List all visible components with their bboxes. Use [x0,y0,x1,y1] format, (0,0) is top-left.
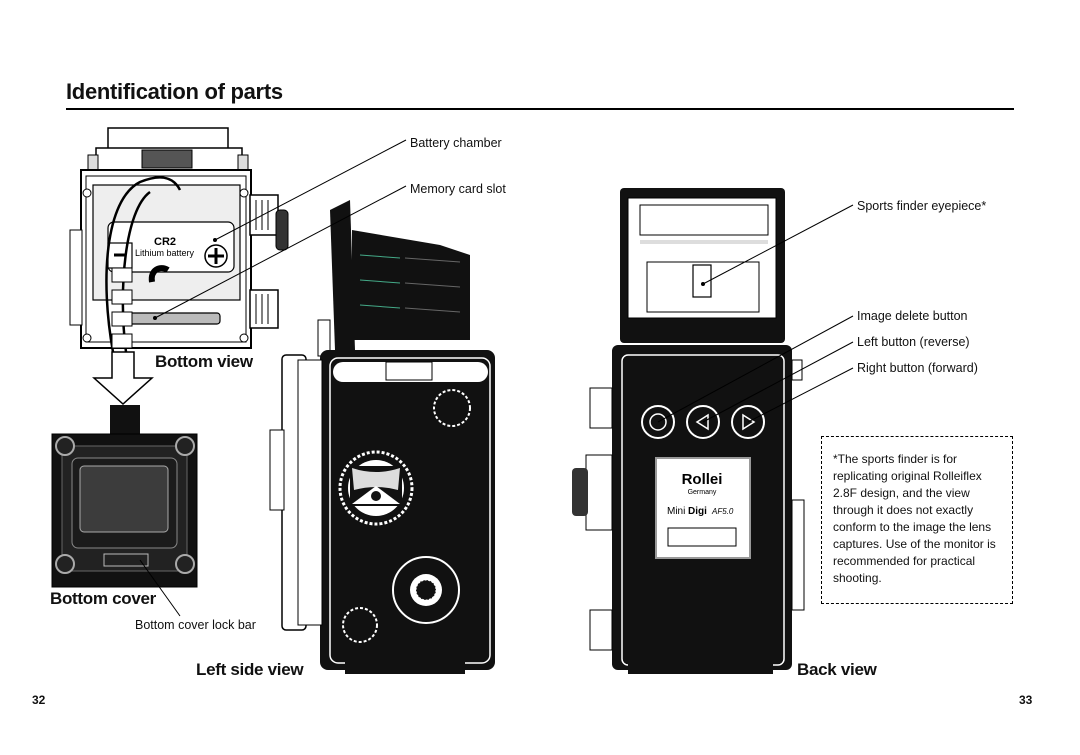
sports-finder-note: *The sports finder is for replicating or… [821,436,1013,604]
leader-lines [139,139,854,617]
callout-left-button: Left button (reverse) [857,335,970,349]
leader-dot [213,238,217,242]
left-side-view-illustration [269,200,495,674]
bottom-view-illustration [69,127,289,353]
model-text-b: Digi [688,506,707,517]
page-title: Identification of parts [66,79,283,104]
model-text-a: Mini [667,506,685,517]
callout-bottom-cover-lock-bar: Bottom cover lock bar [135,618,256,632]
heading-left-side-view: Left side view [196,660,304,679]
callout-sports-finder-eyepiece: Sports finder eyepiece* [857,199,987,213]
page-number-right: 33 [1019,693,1033,707]
model-text-c: AF5.0 [711,507,734,516]
page-number-left: 32 [32,693,46,707]
heading-bottom-cover: Bottom cover [50,589,156,608]
battery-desc-label: Lithium battery [135,248,195,258]
title-rule [66,108,1014,110]
heading-back-view: Back view [797,660,877,679]
brand-country-text: Germany [688,489,717,496]
heading-bottom-view: Bottom view [155,352,253,371]
callout-right-button: Right button (forward) [857,361,978,375]
leader-dot [153,316,157,320]
leader-dot [701,282,705,286]
arrow-down-icon [92,351,154,406]
callout-battery-chamber: Battery chamber [410,136,502,150]
battery-type-label: CR2 [154,236,176,248]
callout-image-delete-button: Image delete button [857,309,968,323]
back-view-illustration [572,188,805,674]
bottom-cover-illustration [51,405,198,588]
callout-memory-card-slot: Memory card slot [410,182,506,196]
brand-logo-text: Rollei [682,471,723,488]
